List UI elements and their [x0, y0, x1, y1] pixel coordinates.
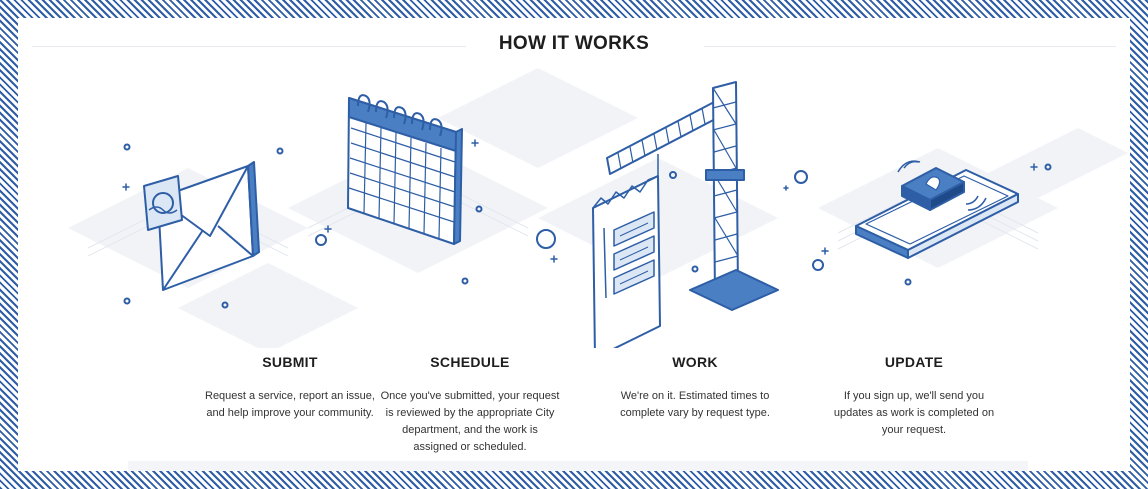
title-rule-right: [704, 46, 1116, 47]
step-title: SUBMIT: [262, 354, 318, 370]
step-submit: SUBMIT Request a service, report an issu…: [170, 354, 410, 422]
title-rule-left: [32, 46, 466, 47]
decor-sparkles: [122, 139, 1038, 263]
step-title: WORK: [672, 354, 718, 370]
bottom-band: [128, 461, 1028, 471]
step-description: We're on it. Estimated times to complete…: [620, 390, 770, 419]
construction-crane-icon: [606, 81, 779, 311]
section-title: HOW IT WORKS: [498, 33, 650, 54]
envelope-icon: [143, 161, 260, 291]
step-description: Once you've submitted, your request is r…: [380, 390, 560, 453]
illustration-strip: [68, 68, 1128, 348]
step-work: WORK We're on it. Estimated times to com…: [575, 354, 815, 422]
step-title: UPDATE: [884, 354, 944, 370]
step-schedule: SCHEDULE Once you've submitted, your req…: [350, 354, 590, 456]
step-update: UPDATE If you sign up, we'll send you up…: [794, 354, 1034, 439]
how-it-works-section: HOW IT WORKS: [18, 18, 1130, 471]
step-title: SCHEDULE: [430, 354, 510, 370]
phone-notification-icon: [855, 160, 1019, 259]
step-description: If you sign up, we'll send you updates a…: [833, 390, 995, 436]
document-icon: [592, 175, 661, 348]
calendar-icon: [347, 94, 463, 245]
decor-dots: [123, 143, 1052, 309]
step-description: Request a service, report an issue, and …: [205, 390, 375, 419]
